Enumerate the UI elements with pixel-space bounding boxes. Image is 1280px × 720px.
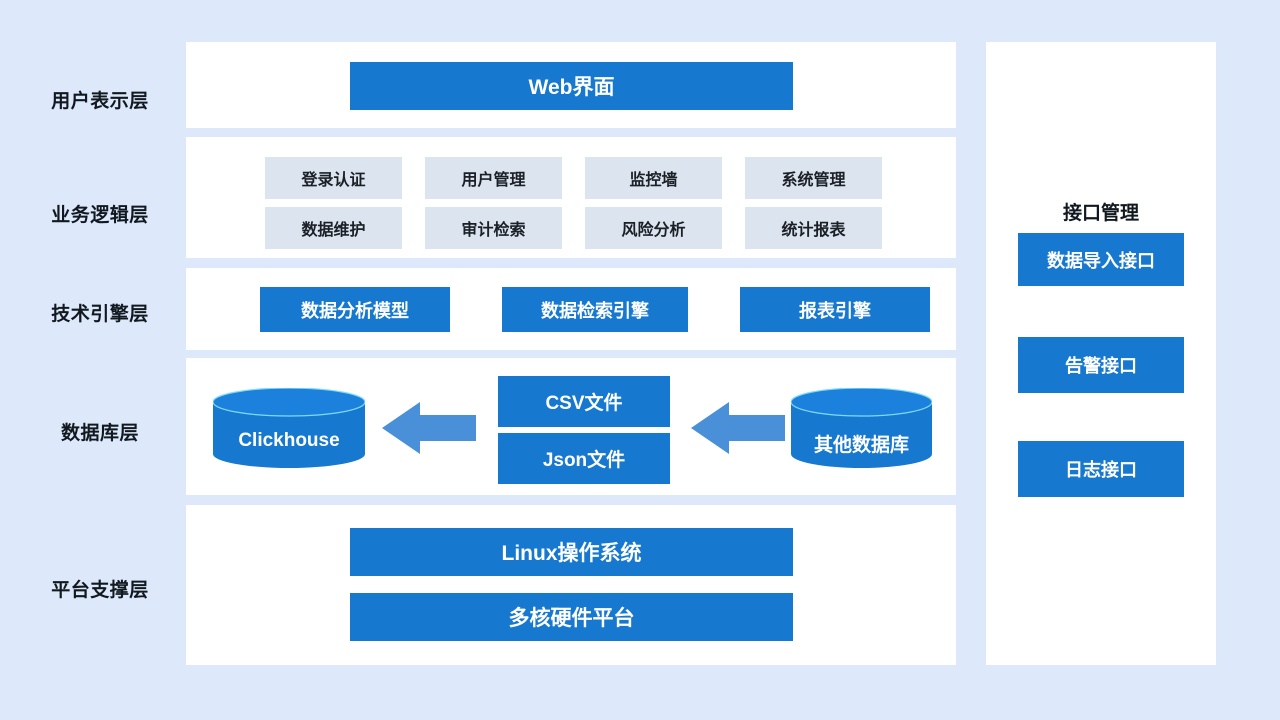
chip-system-management[interactable]: 系统管理	[745, 157, 882, 199]
interface-management-panel: 接口管理 数据导入接口 告警接口 日志接口	[986, 42, 1216, 665]
layer-label-engine: 技术引擎层	[51, 304, 149, 325]
box-data-analysis-model[interactable]: 数据分析模型	[260, 287, 450, 332]
box-csv-file[interactable]: CSV文件	[498, 376, 670, 427]
platform-layer-panel: Linux操作系统 多核硬件平台	[186, 505, 956, 665]
box-alarm-interface[interactable]: 告警接口	[1018, 337, 1184, 393]
layer-label-presentation: 用户表示层	[51, 91, 149, 112]
cylinder-clickhouse[interactable]: Clickhouse	[213, 388, 365, 468]
layer-label-business: 业务逻辑层	[51, 205, 149, 226]
layer-label-platform: 平台支撑层	[51, 580, 149, 601]
chip-user-management[interactable]: 用户管理	[425, 157, 562, 199]
box-data-search-engine[interactable]: 数据检索引擎	[502, 287, 688, 332]
box-log-interface[interactable]: 日志接口	[1018, 441, 1184, 497]
chip-login-auth[interactable]: 登录认证	[265, 157, 402, 199]
box-multicore-hardware[interactable]: 多核硬件平台	[350, 593, 793, 641]
chip-risk-analysis[interactable]: 风险分析	[585, 207, 722, 249]
database-layer-panel: Clickhouse CSV文件 Json文件 其他数据库	[186, 358, 956, 495]
cylinder-other-database[interactable]: 其他数据库	[791, 388, 932, 468]
box-linux-os[interactable]: Linux操作系统	[350, 528, 793, 576]
chip-statistics-report[interactable]: 统计报表	[745, 207, 882, 249]
box-json-file[interactable]: Json文件	[498, 433, 670, 484]
presentation-layer-panel: Web界面	[186, 42, 956, 128]
arrow-files-to-clickhouse	[382, 402, 476, 454]
interface-panel-title: 接口管理	[1062, 203, 1139, 224]
chip-monitor-wall[interactable]: 监控墙	[585, 157, 722, 199]
box-data-import-interface[interactable]: 数据导入接口	[1018, 233, 1184, 286]
chip-data-maintenance[interactable]: 数据维护	[265, 207, 402, 249]
business-layer-panel: 登录认证 用户管理 监控墙 系统管理 数据维护 审计检索 风险分析 统计报表	[186, 137, 956, 258]
arrow-source-to-files	[691, 402, 785, 454]
chip-audit-search[interactable]: 审计检索	[425, 207, 562, 249]
box-report-engine[interactable]: 报表引擎	[740, 287, 930, 332]
box-web-interface[interactable]: Web界面	[350, 62, 793, 110]
engine-layer-panel: 数据分析模型 数据检索引擎 报表引擎	[186, 268, 956, 350]
layer-label-database: 数据库层	[60, 423, 139, 444]
